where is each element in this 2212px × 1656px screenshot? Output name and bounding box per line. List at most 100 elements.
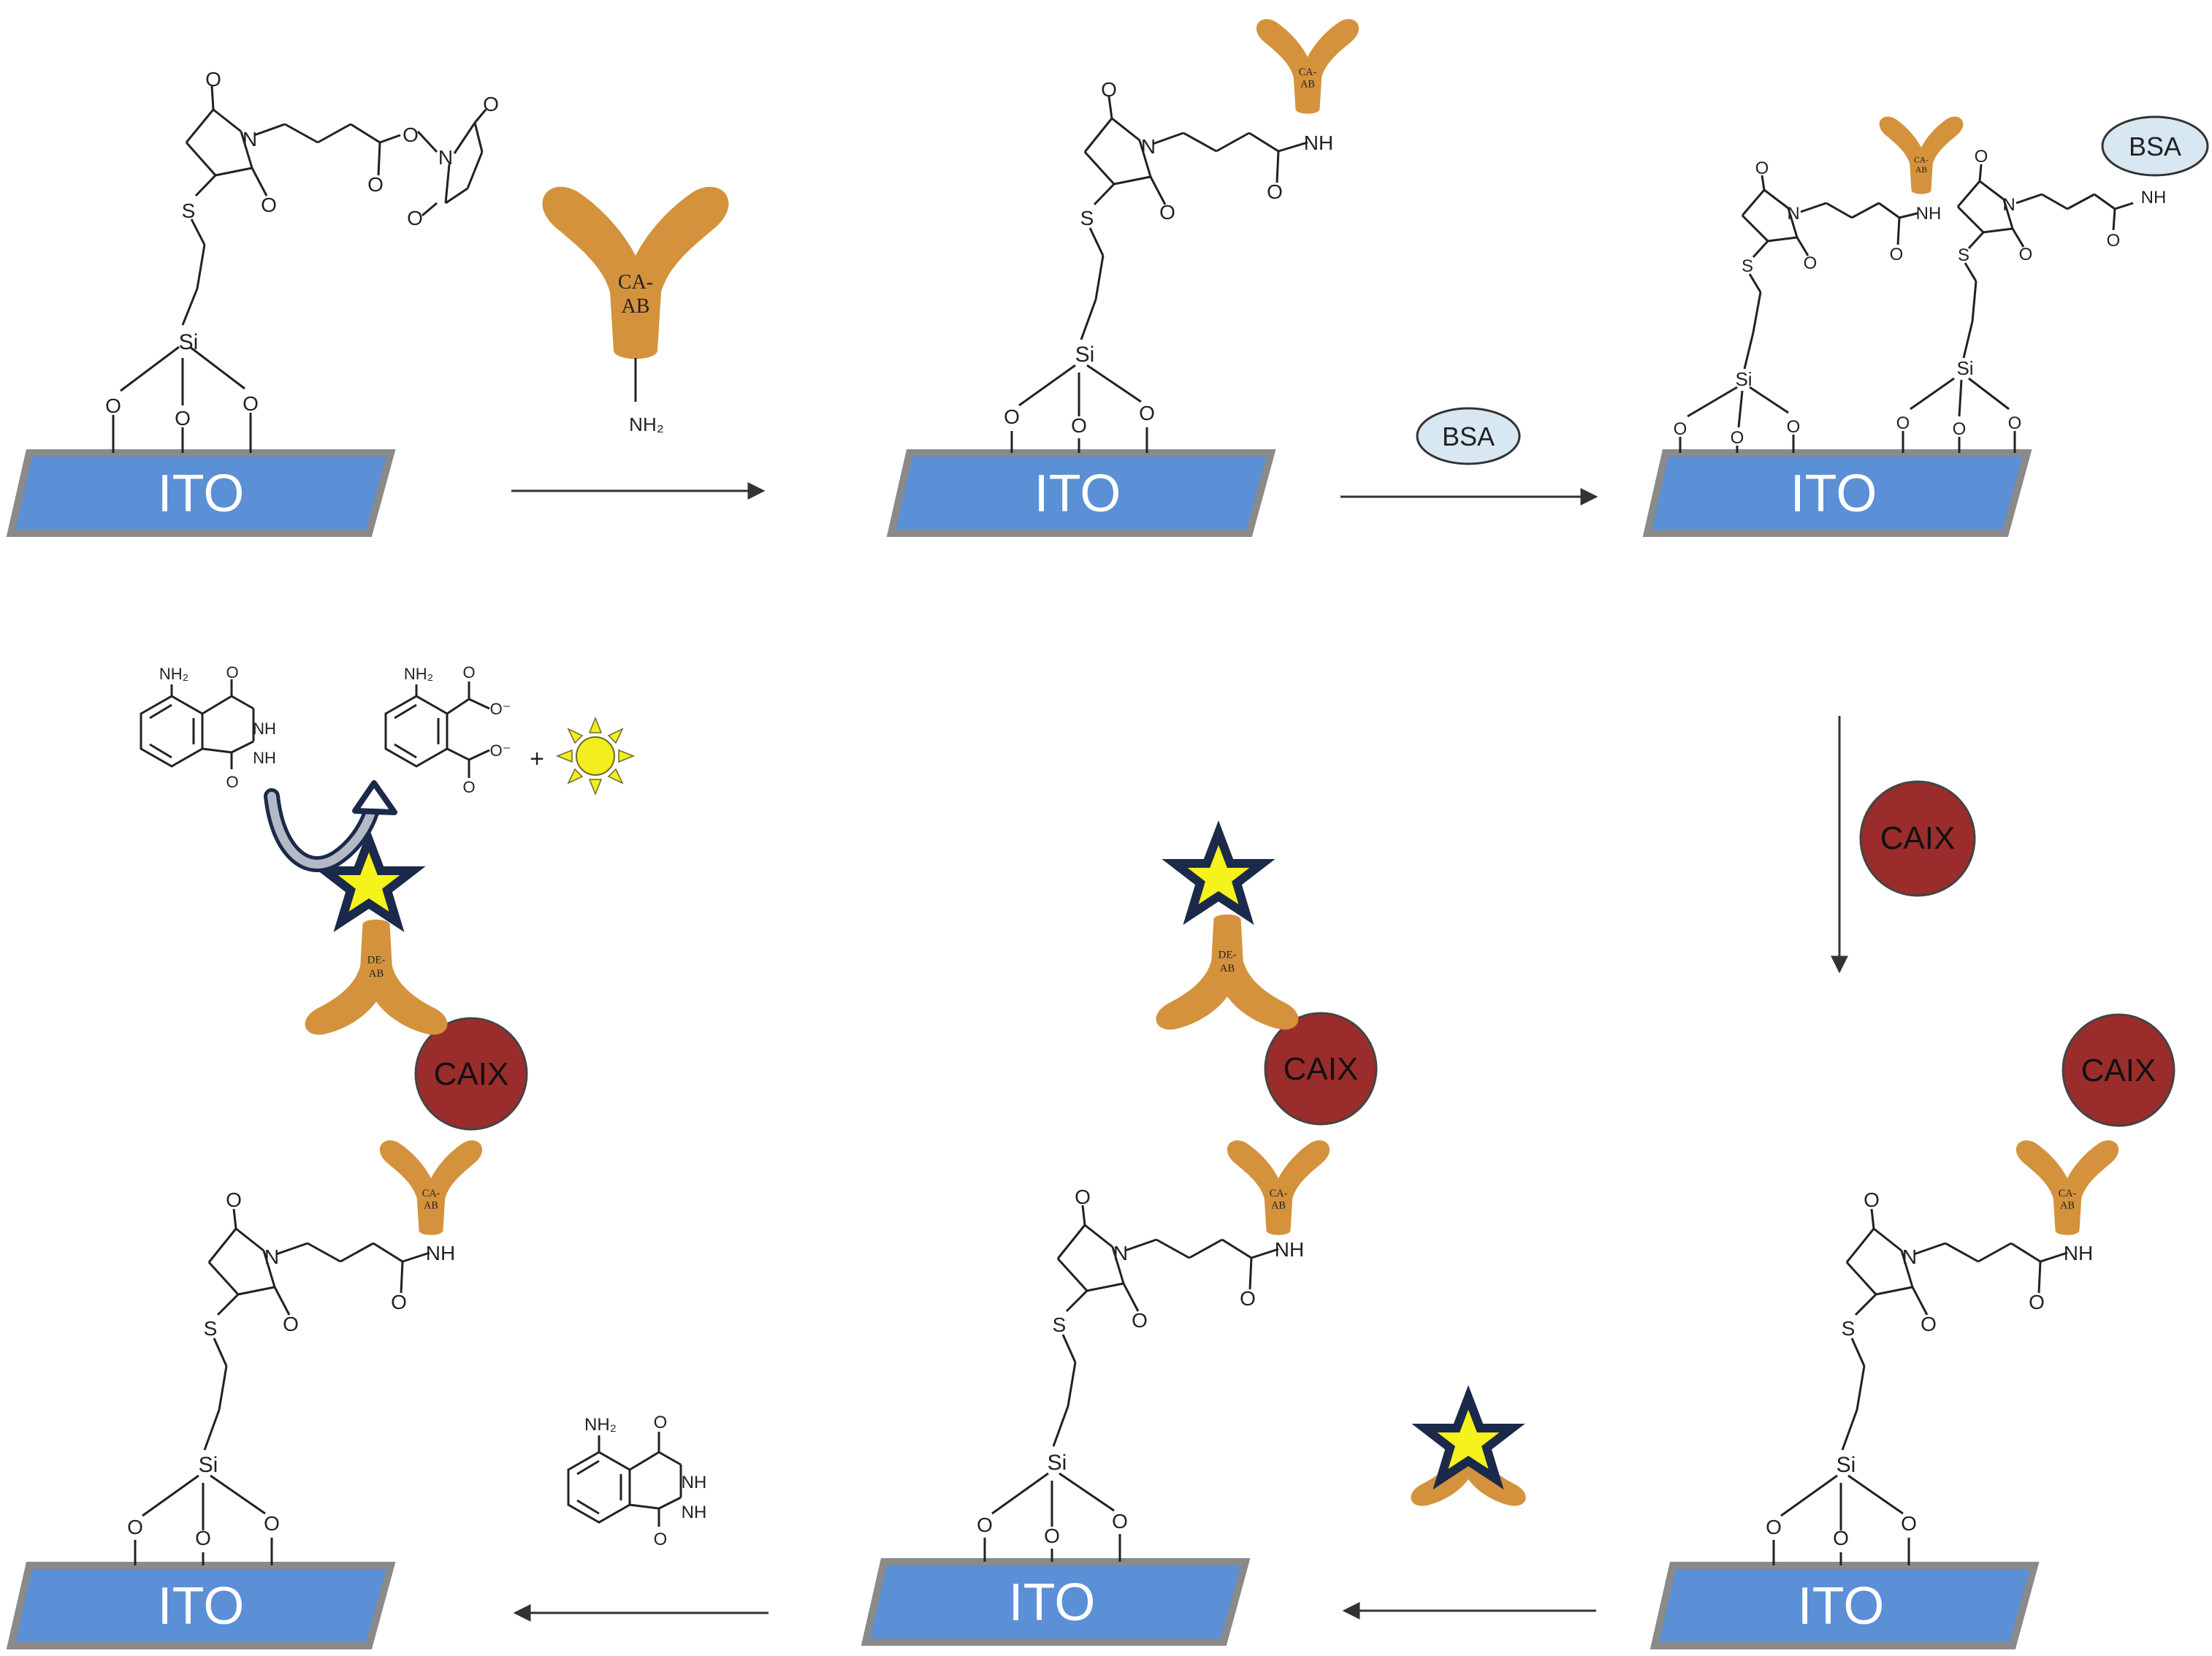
ito-electrode — [886, 449, 1276, 537]
capture-antibody: CA- AB — [1256, 19, 1359, 114]
svg-text:NH: NH — [1916, 204, 1942, 224]
panel-5-sandwich: ITO O O — [861, 833, 1378, 1646]
bsa-bound — [2101, 115, 2209, 177]
svg-text:N: N — [1787, 204, 1799, 224]
svg-text:O: O — [1731, 428, 1744, 448]
svg-text:N: N — [1141, 135, 1156, 158]
svg-text:O: O — [403, 123, 419, 146]
svg-text:O: O — [127, 1516, 143, 1538]
svg-text:NH₂: NH₂ — [404, 665, 433, 683]
svg-text:CAIX: CAIX — [1880, 820, 1956, 856]
svg-text:ITO: ITO — [158, 1577, 245, 1636]
svg-text:S: S — [204, 1317, 218, 1340]
svg-text:AB: AB — [622, 295, 650, 318]
svg-text:O: O — [1766, 1516, 1782, 1538]
svg-text:N: N — [1902, 1245, 1917, 1268]
svg-text:O: O — [1267, 180, 1283, 203]
svg-text:CA-: CA- — [1914, 155, 1929, 164]
curved-reaction-arrow-icon — [264, 780, 397, 872]
svg-text:NH: NH — [253, 720, 276, 738]
svg-text:O: O — [1755, 159, 1769, 178]
capture-antibody-reagent: CA- AB NH₂ — [542, 186, 729, 435]
svg-text:O: O — [1787, 417, 1801, 437]
svg-text:NH: NH — [1275, 1238, 1304, 1261]
svg-text:O: O — [243, 392, 259, 415]
svg-text:O: O — [367, 173, 384, 196]
ito-electrode — [1650, 1562, 2040, 1649]
svg-text:O: O — [1804, 253, 1818, 273]
svg-text:AB: AB — [1271, 1199, 1286, 1211]
capture-antibody: CA- AB — [1227, 1140, 1330, 1235]
svg-text:O: O — [977, 1514, 993, 1536]
svg-text:AB: AB — [424, 1199, 438, 1211]
svg-text:NH: NH — [2064, 1242, 2093, 1264]
svg-text:O: O — [1101, 78, 1117, 101]
svg-text:O: O — [261, 194, 277, 216]
svg-text:CA-: CA- — [422, 1188, 441, 1199]
svg-text:O: O — [1132, 1309, 1148, 1332]
panel-1-nhs-surface: ITO — [6, 68, 499, 537]
svg-text:O: O — [654, 1530, 668, 1549]
luminol-reactant — [140, 679, 255, 769]
svg-text:+: + — [530, 745, 544, 773]
svg-text:ITO: ITO — [1009, 1573, 1096, 1632]
svg-text:O: O — [1044, 1525, 1060, 1547]
svg-text:S: S — [1958, 245, 1969, 265]
svg-text:O: O — [2008, 413, 2022, 433]
svg-text:NH: NH — [682, 1503, 707, 1522]
svg-text:O: O — [226, 663, 238, 682]
svg-text:CA-: CA- — [2059, 1188, 2077, 1199]
svg-text:O: O — [1139, 402, 1155, 424]
svg-text:AB: AB — [369, 968, 384, 980]
svg-text:Si: Si — [1735, 368, 1752, 390]
svg-text:O: O — [1953, 419, 1967, 439]
panel-3-blocked-surface: ITO — [1642, 115, 2209, 537]
svg-text:O: O — [1071, 414, 1087, 437]
svg-text:Si: Si — [1075, 343, 1095, 367]
svg-text:ITO: ITO — [1790, 465, 1877, 523]
svg-text:O: O — [1901, 1512, 1917, 1535]
svg-text:NH₂: NH₂ — [629, 413, 664, 435]
svg-text:O: O — [1075, 1186, 1091, 1208]
detection-antibody: DE- AB — [1156, 914, 1299, 1030]
svg-text:NH₂: NH₂ — [159, 665, 188, 683]
ito-label: ITO — [158, 465, 245, 523]
svg-text:O: O — [1240, 1287, 1256, 1310]
svg-text:O: O — [1833, 1527, 1849, 1549]
svg-text:N: N — [2002, 195, 2015, 215]
svg-text:CA-: CA- — [618, 271, 653, 294]
ito-electrode — [6, 449, 396, 537]
svg-text:O⁻: O⁻ — [490, 741, 511, 760]
svg-text:O: O — [175, 407, 191, 430]
svg-text:NH: NH — [253, 749, 276, 767]
svg-text:S: S — [1842, 1317, 1856, 1340]
svg-text:O: O — [1890, 245, 1904, 264]
step-1-capture-antibody: CA- AB NH₂ — [511, 186, 766, 500]
svg-text:AB: AB — [2060, 1199, 2075, 1211]
svg-text:AB: AB — [1915, 165, 1927, 175]
svg-text:O: O — [1921, 1313, 1937, 1335]
bsa-reagent — [1416, 407, 1521, 465]
caix-reagent — [1859, 780, 1976, 897]
svg-text:BSA: BSA — [1442, 421, 1495, 451]
svg-text:O: O — [2029, 1291, 2045, 1313]
svg-text:O: O — [1159, 201, 1175, 224]
svg-text:CAIX: CAIX — [1284, 1051, 1359, 1087]
panel-2-antibody-surface: ITO O O — [886, 19, 1359, 537]
svg-text:NH: NH — [426, 1242, 455, 1264]
svg-text:NH: NH — [2141, 188, 2167, 207]
svg-text:O: O — [1975, 147, 1988, 167]
svg-text:BSA: BSA — [2129, 131, 2181, 161]
caix-antigen — [1264, 1012, 1378, 1126]
svg-text:O: O — [1864, 1188, 1880, 1211]
svg-text:ITO: ITO — [1034, 465, 1121, 523]
svg-text:O: O — [391, 1291, 407, 1313]
svg-text:CA-: CA- — [1270, 1188, 1288, 1199]
svg-text:S: S — [1080, 207, 1094, 229]
luminol-structure — [567, 1432, 682, 1527]
svg-text:O: O — [462, 778, 475, 796]
svg-text:S: S — [1742, 256, 1753, 276]
light-emission-icon — [555, 716, 636, 796]
svg-text:O: O — [1896, 413, 1910, 433]
